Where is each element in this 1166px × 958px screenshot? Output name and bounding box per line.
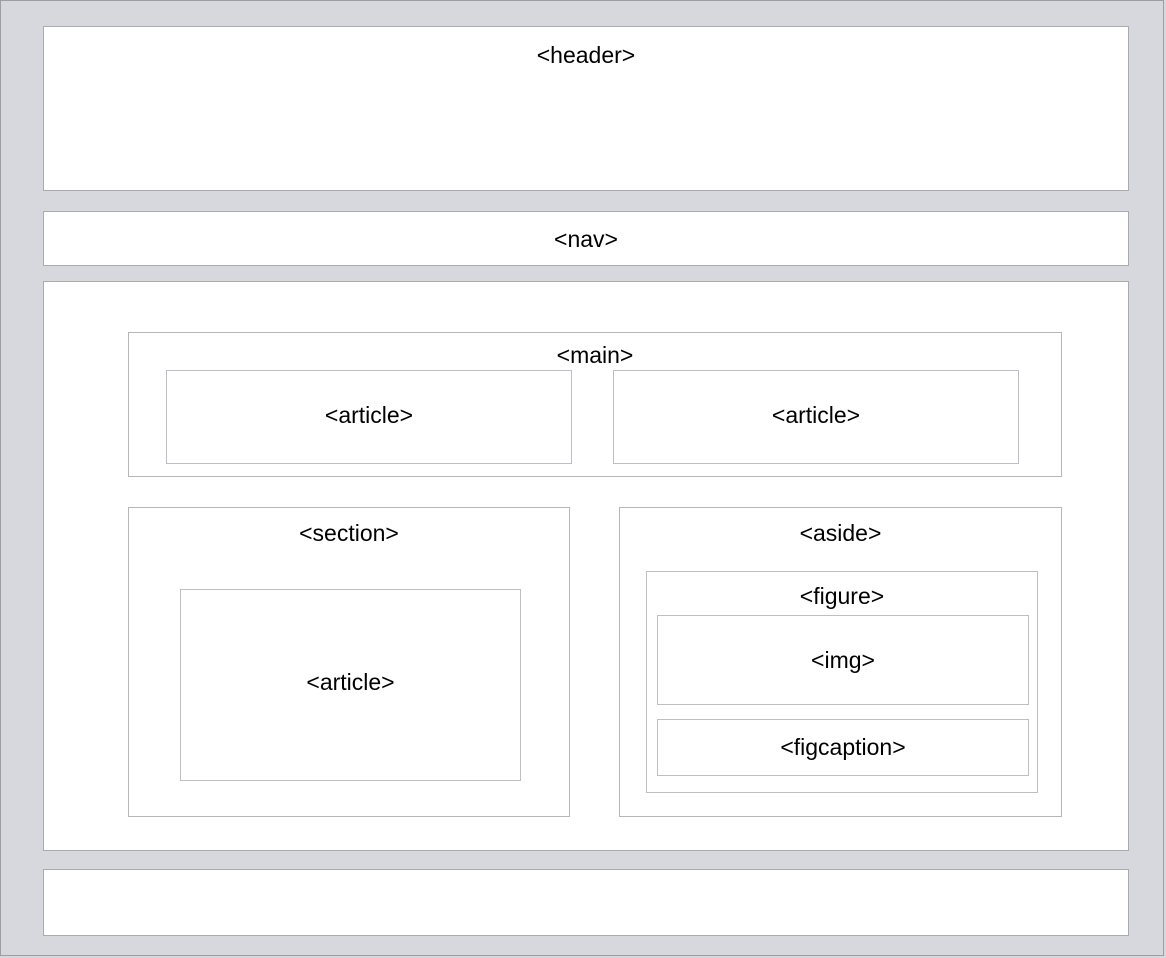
article-block-1: <article> [166, 370, 572, 464]
article-block-3: <article> [180, 589, 521, 781]
main-label: <main> [556, 342, 634, 368]
figure-block: <figure> <img> <figcaption> [646, 571, 1038, 793]
section-label: <section> [299, 520, 399, 546]
figure-label: <figure> [799, 583, 885, 609]
img-label: <img> [811, 647, 875, 673]
content-wrapper: <main> <article> <article> <section> <ar… [43, 281, 1129, 851]
main-block: <main> <article> <article> [128, 332, 1062, 477]
nav-label: <nav> [554, 226, 618, 252]
header-block: <header> [43, 26, 1129, 191]
figcaption-label: <figcaption> [780, 734, 906, 760]
aside-block: <aside> <figure> <img> <figcaption> [619, 507, 1062, 817]
nav-block: <nav> [43, 211, 1129, 266]
article-block-2: <article> [613, 370, 1019, 464]
aside-label: <aside> [799, 520, 882, 546]
article-label-1: <article> [324, 402, 414, 428]
footer-block [43, 869, 1129, 936]
article-label-3: <article> [306, 669, 395, 695]
figcaption-block: <figcaption> [657, 719, 1029, 776]
img-block: <img> [657, 615, 1029, 705]
section-block: <section> <article> [128, 507, 570, 817]
article-label-2: <article> [771, 402, 861, 428]
header-label: <header> [536, 42, 636, 68]
